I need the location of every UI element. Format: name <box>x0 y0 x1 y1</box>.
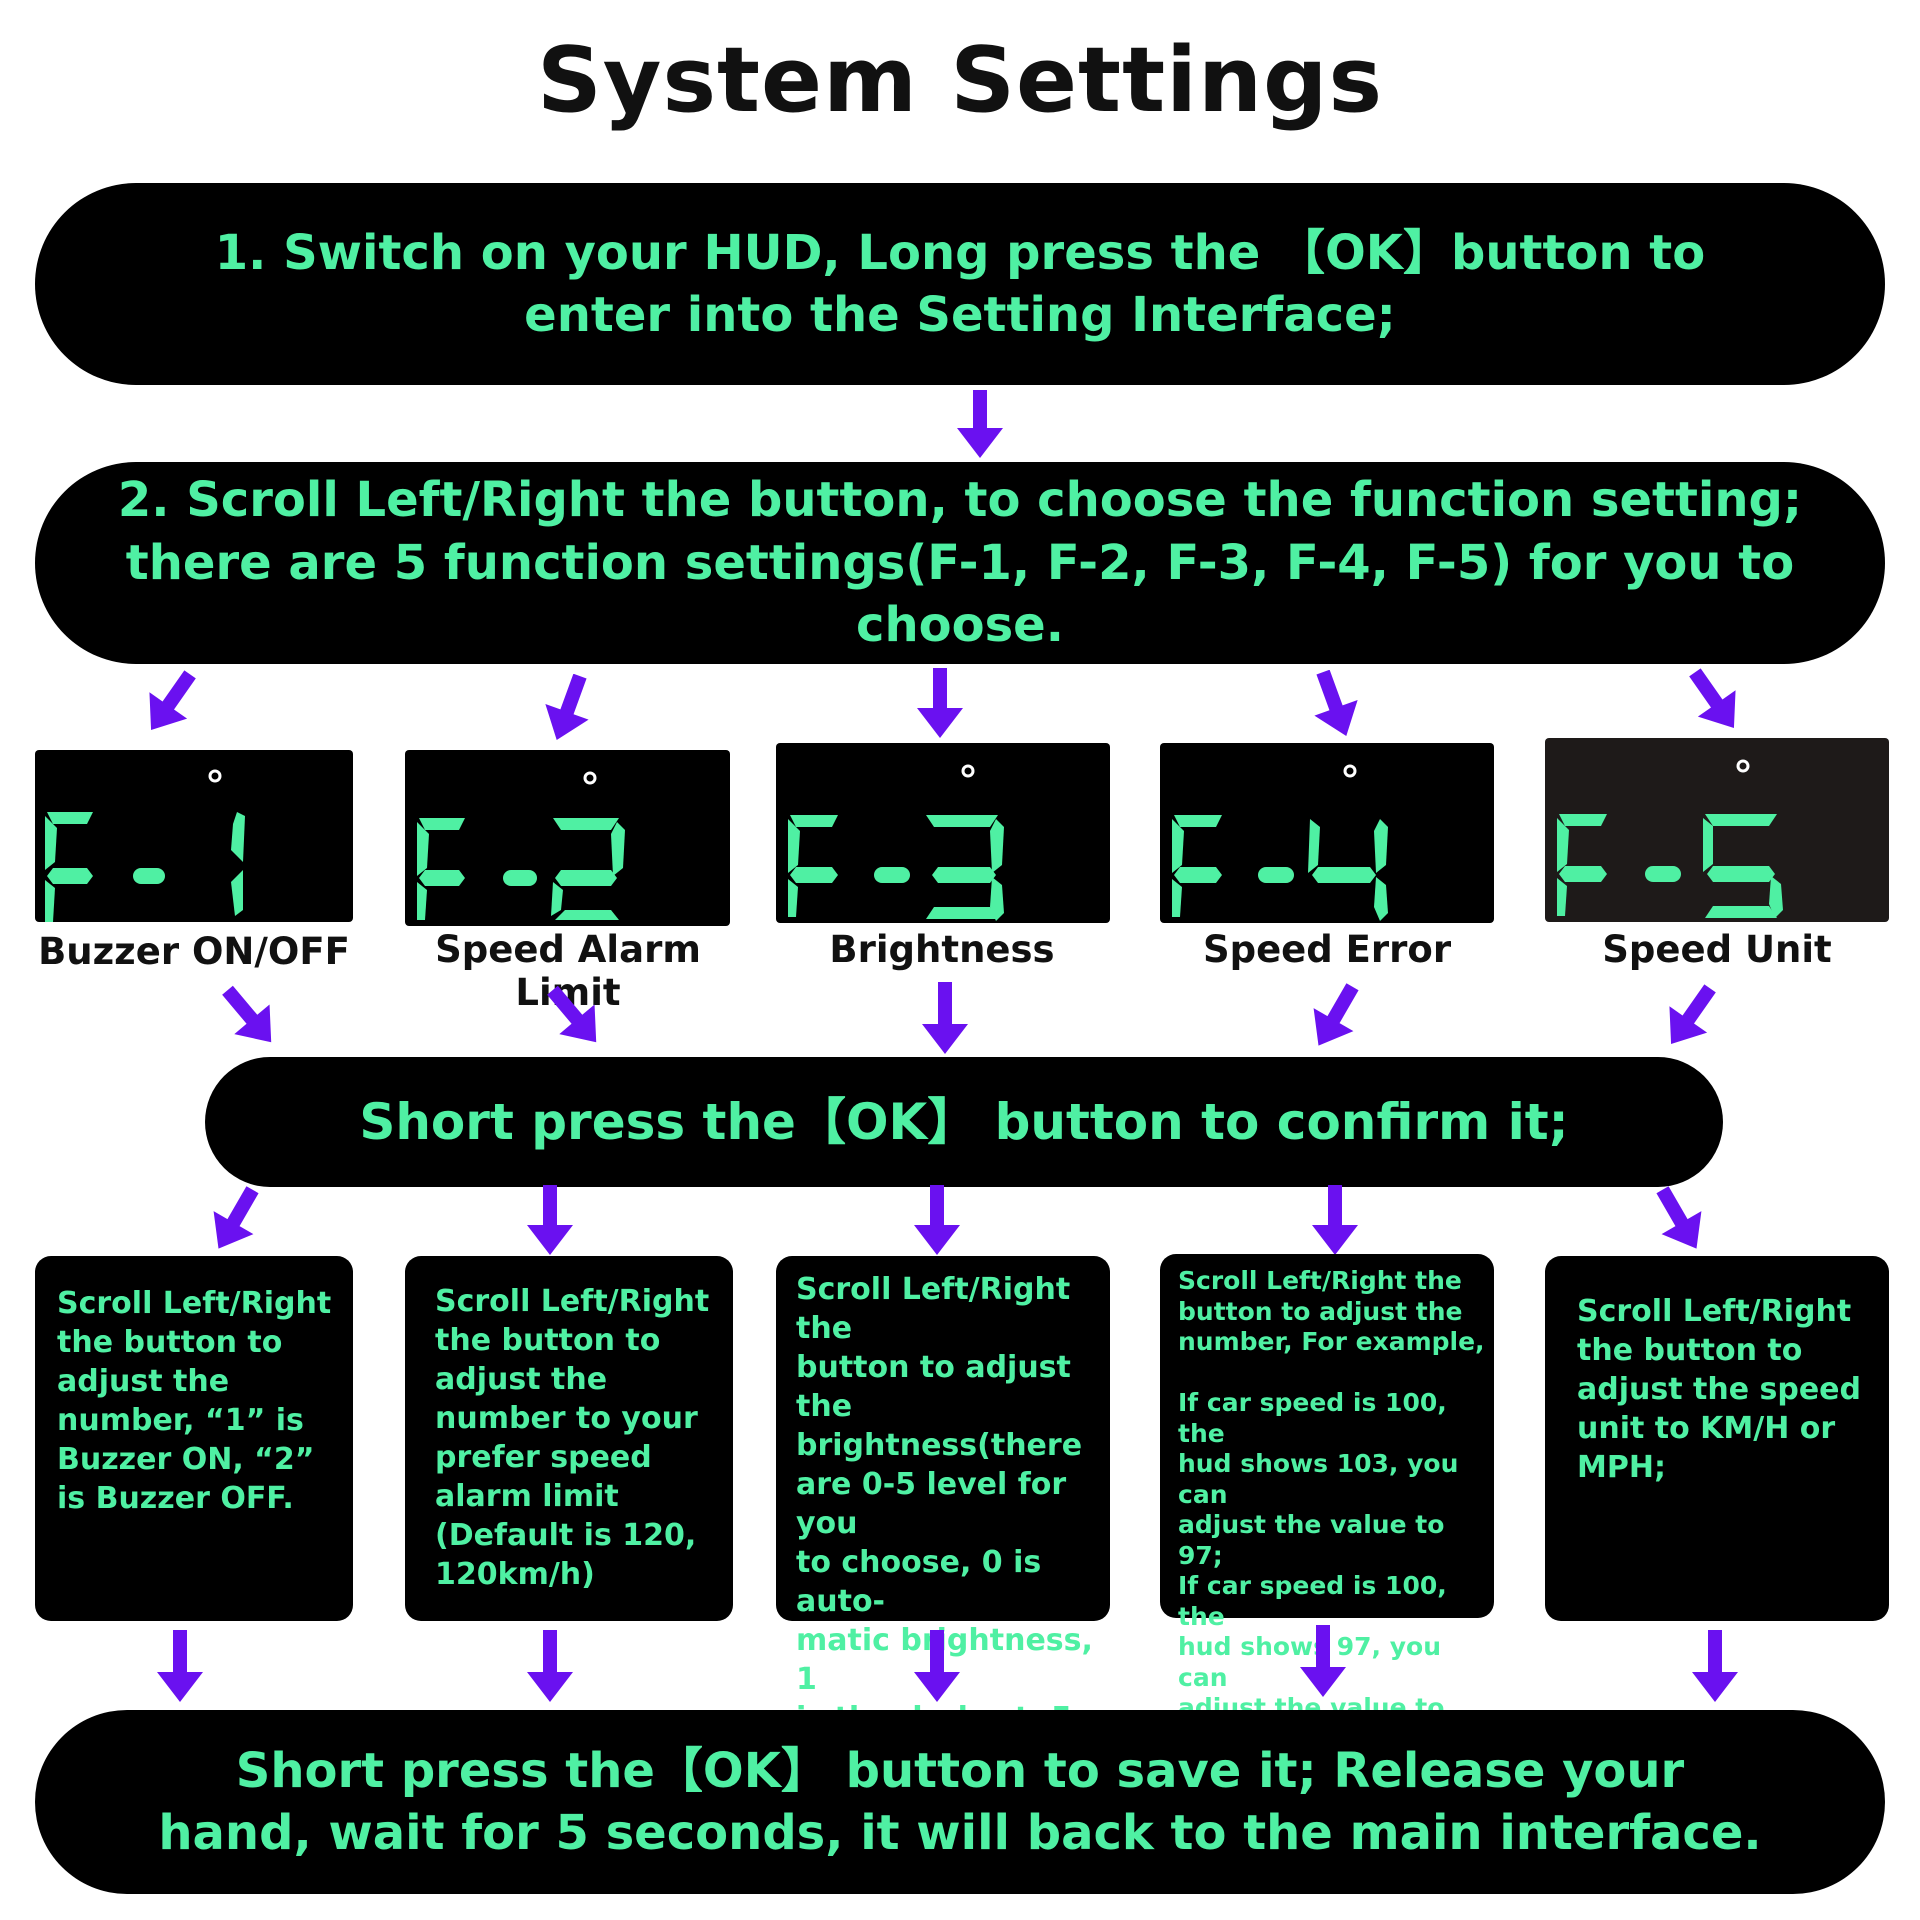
sun-icon <box>1736 759 1750 773</box>
sun-icon <box>583 771 597 785</box>
arrow-down-icon <box>527 1185 573 1255</box>
step-1-banner: 1. Switch on your HUD, Long press the 【O… <box>35 183 1885 385</box>
arrow-down-icon <box>917 668 963 738</box>
arrow-down-right-icon <box>1314 670 1358 737</box>
description-box-f1: Scroll Left/Right the button to adjust t… <box>35 1256 353 1621</box>
arrow-down-right-icon <box>547 985 597 1043</box>
arrow-down-icon <box>157 1630 203 1702</box>
arrow-down-right-icon <box>1689 668 1736 729</box>
description-text-f1: Scroll Left/Right the button to adjust t… <box>57 1286 332 1516</box>
sun-icon <box>1343 764 1357 778</box>
arrow-down-icon <box>1692 1630 1738 1702</box>
arrow-down-left-icon <box>149 670 196 731</box>
description-text-f4: Scroll Left/Right the button to adjust t… <box>1178 1266 1485 1753</box>
arrow-down-right-icon <box>222 985 272 1043</box>
lcd-display-f4 <box>1160 743 1494 923</box>
lcd-display-f5 <box>1545 738 1889 922</box>
description-box-f3: Scroll Left/Right the button to adjust t… <box>776 1256 1110 1814</box>
arrow-down-left-icon <box>545 674 589 741</box>
sun-icon <box>208 769 222 783</box>
function-label-f1: Buzzer ON/OFF <box>38 930 350 973</box>
step-2-banner: 2. Scroll Left/Right the button, to choo… <box>35 462 1885 664</box>
arrow-down-left-icon <box>1313 983 1359 1046</box>
arrow-down-icon <box>1300 1625 1346 1697</box>
description-box-f4: Scroll Left/Right the button to adjust t… <box>1160 1254 1494 1753</box>
sun-icon <box>961 764 975 778</box>
arrow-down-left-icon <box>1669 984 1716 1045</box>
function-label-f2: Speed Alarm Limit <box>435 928 701 1014</box>
description-box-f5: Scroll Left/Right the button to adjust t… <box>1545 1256 1889 1621</box>
arrow-down-right-icon <box>1656 1186 1702 1249</box>
function-label-f4: Speed Error <box>1202 928 1452 971</box>
arrow-down-icon <box>957 390 1003 458</box>
confirm-banner: Short press the【OK】 button to confirm it… <box>205 1057 1723 1187</box>
arrow-down-icon <box>527 1630 573 1702</box>
description-box-f2: Scroll Left/Right the button to adjust t… <box>405 1256 733 1621</box>
lcd-display-f3 <box>776 743 1110 923</box>
function-label-f3: Brightness <box>829 928 1055 971</box>
page-title: System Settings <box>536 28 1384 133</box>
arrow-down-icon <box>914 1185 960 1255</box>
arrow-down-icon <box>1312 1185 1358 1255</box>
description-text-f2: Scroll Left/Right the button to adjust t… <box>435 1284 710 1592</box>
arrow-down-icon <box>914 1630 960 1702</box>
lcd-display-f2 <box>405 750 730 926</box>
arrow-down-left-icon <box>213 1186 259 1249</box>
function-label-f5: Speed Unit <box>1602 928 1832 971</box>
arrow-down-icon <box>922 982 968 1054</box>
lcd-display-f1 <box>35 750 353 922</box>
description-text-f5: Scroll Left/Right the button to adjust t… <box>1577 1294 1861 1485</box>
save-banner: Short press the【OK】 button to save it; R… <box>35 1710 1885 1894</box>
